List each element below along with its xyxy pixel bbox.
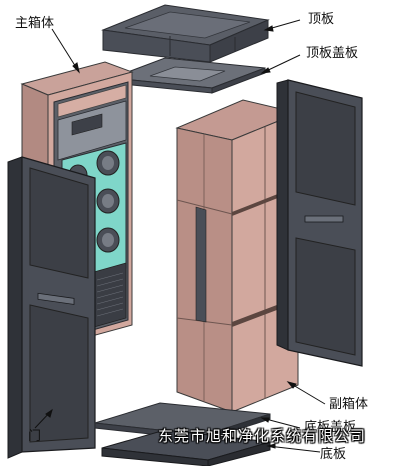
label-top-plate: 顶板: [308, 12, 335, 27]
label-top-cover: 顶板盖板: [306, 46, 359, 61]
right-door: [276, 79, 363, 367]
company-watermark: 东莞市旭和净化系统有限公司: [158, 427, 367, 445]
label-bottom-plate: 底板: [320, 447, 347, 462]
fan-icon: [68, 150, 120, 253]
label-bottom-cover: 底板盖板: [304, 420, 357, 435]
label-door: 门: [28, 429, 42, 444]
bottom-plate: [101, 429, 271, 466]
bottom-cover-plate: [94, 402, 271, 441]
top-cover-plate: [111, 57, 266, 94]
left-door: [7, 156, 96, 459]
label-sub-box: 副箱体: [329, 397, 369, 412]
label-main-box: 主箱体: [15, 16, 55, 31]
leader-lines: [34, 19, 326, 453]
top-plate: [101, 4, 270, 63]
sub-box: [175, 99, 300, 413]
